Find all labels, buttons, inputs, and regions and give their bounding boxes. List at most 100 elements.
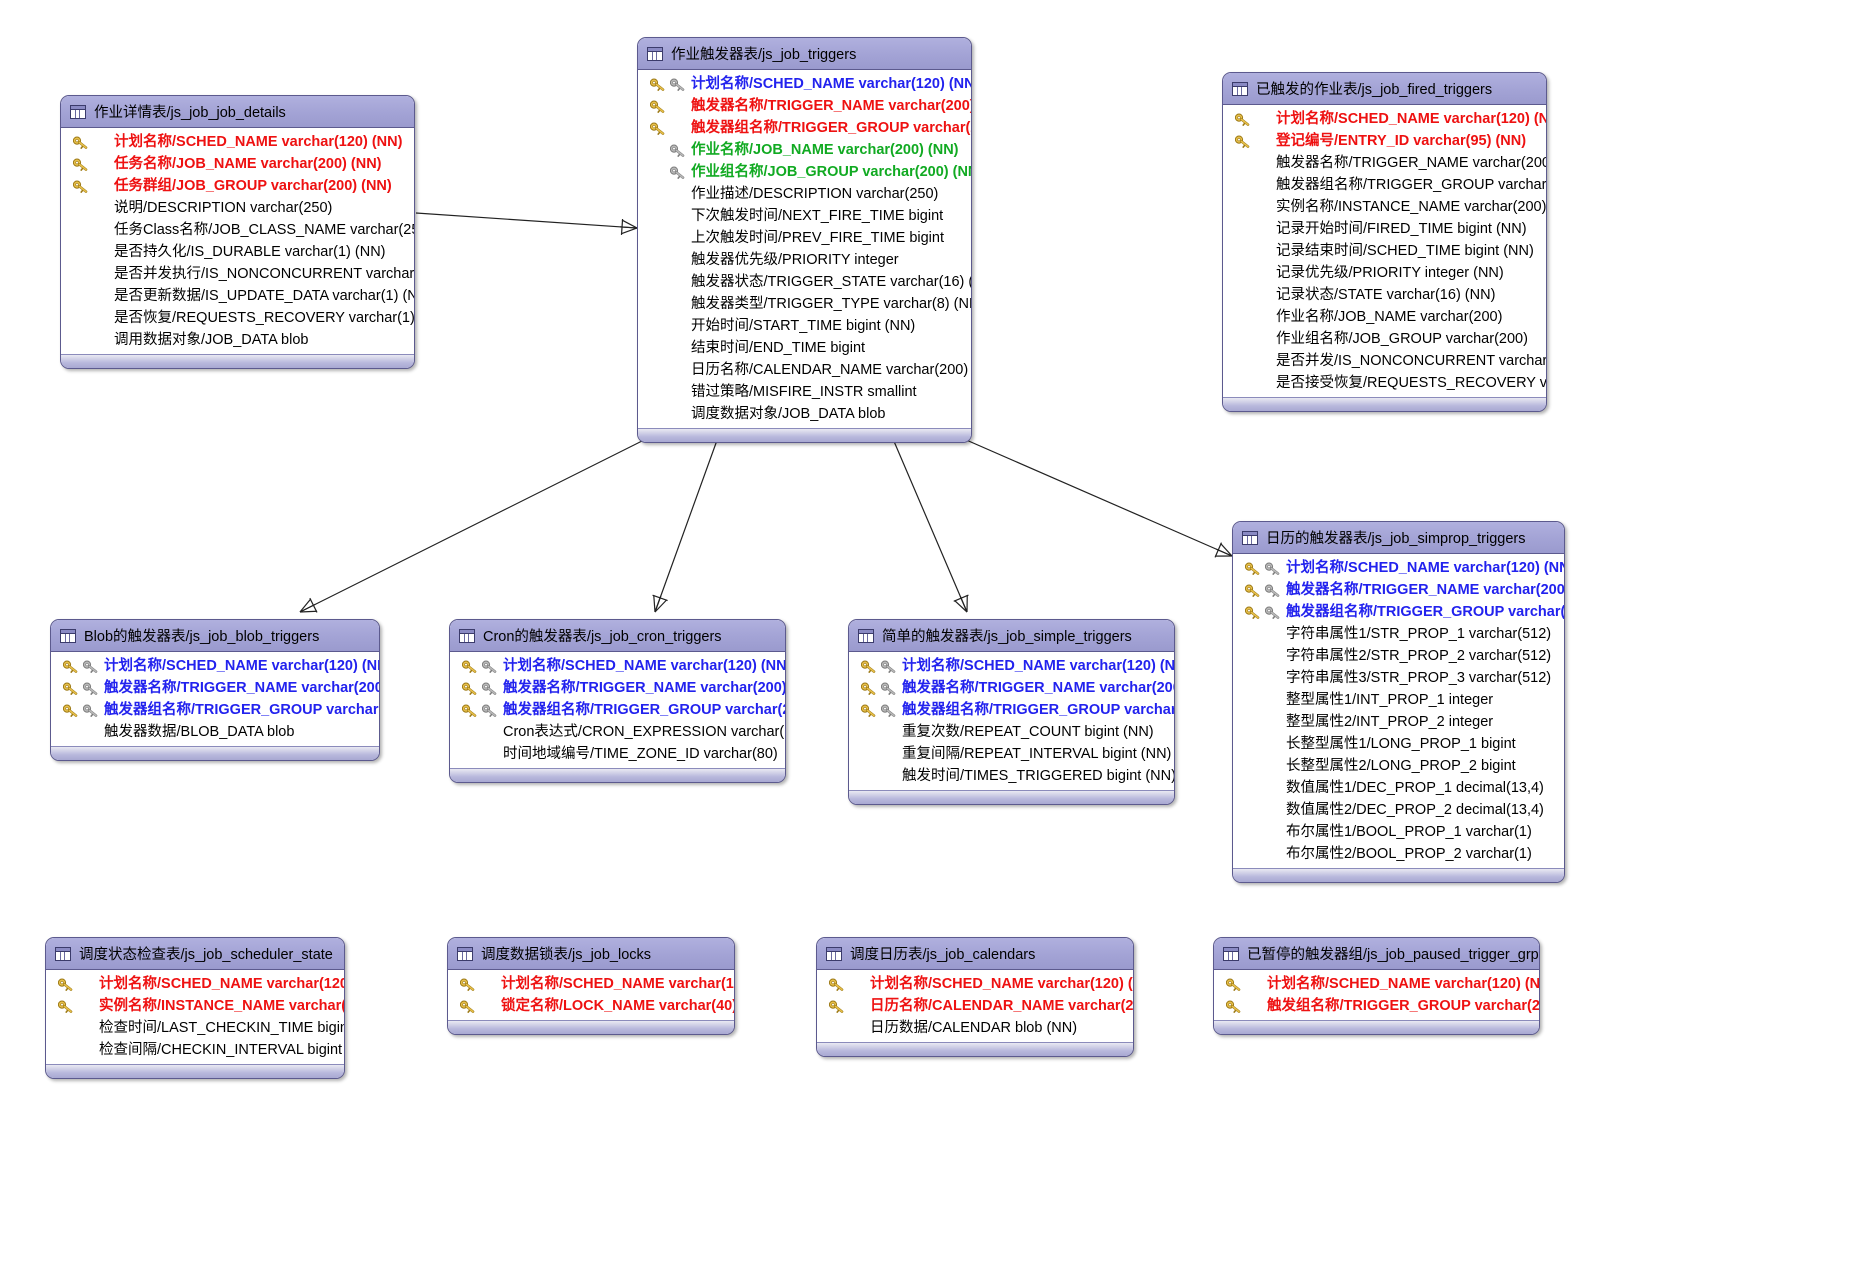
attribute-row[interactable]: 调用数据对象/JOB_DATA blob [61,329,414,351]
entity-calendars[interactable]: 调度日历表/js_job_calendars 计划名称/SCHED_NAME va… [816,937,1134,1057]
entity-header-locks[interactable]: 调度数据锁表/js_job_locks [448,938,734,970]
attribute-row[interactable]: 整型属性1/INT_PROP_1 integer [1233,689,1564,711]
attribute-row[interactable]: 是否持久化/IS_DURABLE varchar(1) (NN) [61,241,414,263]
entity-job_triggers[interactable]: 作业触发器表/js_job_triggers 计划名称/SCHED_NAME va… [637,37,972,443]
attribute-row[interactable]: 日历名称/CALENDAR_NAME varchar(200) (NN) [817,995,1133,1017]
attribute-row[interactable]: 触发器名称/TRIGGER_NAME varchar(200) (NN) [51,677,379,699]
attribute-row[interactable]: 是否更新数据/IS_UPDATE_DATA varchar(1) (NN) [61,285,414,307]
attribute-row[interactable]: 长整型属性2/LONG_PROP_2 bigint [1233,755,1564,777]
entity-header-blob_triggers[interactable]: Blob的触发器表/js_job_blob_triggers [51,620,379,652]
attribute-row[interactable]: 计划名称/SCHED_NAME varchar(120) (NN) [849,655,1174,677]
attribute-row[interactable]: 记录状态/STATE varchar(16) (NN) [1223,284,1546,306]
attribute-row[interactable]: 触发器名称/TRIGGER_NAME varchar(200) (NN) [1233,579,1564,601]
attribute-row[interactable]: 任务名称/JOB_NAME varchar(200) (NN) [61,153,414,175]
attribute-row[interactable]: 计划名称/SCHED_NAME varchar(120) (NN) [1214,973,1539,995]
attribute-row[interactable]: 登记编号/ENTRY_ID varchar(95) (NN) [1223,130,1546,152]
entity-header-paused_trigger_grps[interactable]: 已暂停的触发器组/js_job_paused_trigger_grps [1214,938,1539,970]
entity-blob_triggers[interactable]: Blob的触发器表/js_job_blob_triggers 计划名称/SCHED… [50,619,380,761]
attribute-row[interactable]: 字符串属性3/STR_PROP_3 varchar(512) [1233,667,1564,689]
attribute-row[interactable]: 结束时间/END_TIME bigint [638,337,971,359]
attribute-row[interactable]: 作业名称/JOB_NAME varchar(200) (NN) [638,139,971,161]
entity-paused_trigger_grps[interactable]: 已暂停的触发器组/js_job_paused_trigger_grps 计划名称/… [1213,937,1540,1035]
attribute-row[interactable]: 字符串属性1/STR_PROP_1 varchar(512) [1233,623,1564,645]
attribute-row[interactable]: 记录结束时间/SCHED_TIME bigint (NN) [1223,240,1546,262]
entity-header-scheduler_state[interactable]: 调度状态检查表/js_job_scheduler_state [46,938,344,970]
attribute-row[interactable]: 作业名称/JOB_NAME varchar(200) [1223,306,1546,328]
attribute-row[interactable]: 触发器名称/TRIGGER_NAME varchar(200) (NN) [638,95,971,117]
attribute-row[interactable]: 字符串属性2/STR_PROP_2 varchar(512) [1233,645,1564,667]
attribute-row[interactable]: 作业描述/DESCRIPTION varchar(250) [638,183,971,205]
attribute-row[interactable]: 计划名称/SCHED_NAME varchar(120) (NN) [46,973,344,995]
attribute-row[interactable]: 是否接受恢复/REQUESTS_RECOVERY varchar(1) [1223,372,1546,394]
entity-header-job_details[interactable]: 作业详情表/js_job_job_details [61,96,414,128]
attribute-row[interactable]: 触发器组名称/TRIGGER_GROUP varchar(200) (NN) [450,699,785,721]
attribute-row[interactable]: 计划名称/SCHED_NAME varchar(120) (NN) [51,655,379,677]
attribute-row[interactable]: 计划名称/SCHED_NAME varchar(120) (NN) [1233,557,1564,579]
entity-header-fired_triggers[interactable]: 已触发的作业表/js_job_fired_triggers [1223,73,1546,105]
attribute-row[interactable]: 触发器数据/BLOB_DATA blob [51,721,379,743]
attribute-row[interactable]: 说明/DESCRIPTION varchar(250) [61,197,414,219]
attribute-row[interactable]: 计划名称/SCHED_NAME varchar(120) (NN) [61,131,414,153]
attribute-row[interactable]: 计划名称/SCHED_NAME varchar(120) (NN) [1223,108,1546,130]
attribute-row[interactable]: 数值属性2/DEC_PROP_2 decimal(13,4) [1233,799,1564,821]
attribute-row[interactable]: 日历数据/CALENDAR blob (NN) [817,1017,1133,1039]
attribute-row[interactable]: 数值属性1/DEC_PROP_1 decimal(13,4) [1233,777,1564,799]
attribute-row[interactable]: 记录开始时间/FIRED_TIME bigint (NN) [1223,218,1546,240]
attribute-row[interactable]: 整型属性2/INT_PROP_2 integer [1233,711,1564,733]
attribute-row[interactable]: 触发器状态/TRIGGER_STATE varchar(16) (NN) [638,271,971,293]
attribute-row[interactable]: 触发时间/TIMES_TRIGGERED bigint (NN) [849,765,1174,787]
attribute-row[interactable]: 实例名称/INSTANCE_NAME varchar(200) (NN) [46,995,344,1017]
attribute-row[interactable]: 下次触发时间/NEXT_FIRE_TIME bigint [638,205,971,227]
attribute-row[interactable]: 重复间隔/REPEAT_INTERVAL bigint (NN) [849,743,1174,765]
attribute-row[interactable]: 检查间隔/CHECKIN_INTERVAL bigint (NN) [46,1039,344,1061]
attribute-row[interactable]: 任务群组/JOB_GROUP varchar(200) (NN) [61,175,414,197]
attribute-row[interactable]: 触发器名称/TRIGGER_NAME varchar(200) (NN) [849,677,1174,699]
attribute-row[interactable]: 上次触发时间/PREV_FIRE_TIME bigint [638,227,971,249]
attribute-row[interactable]: 布尔属性2/BOOL_PROP_2 varchar(1) [1233,843,1564,865]
attribute-row[interactable]: 计划名称/SCHED_NAME varchar(120) (NN) [448,973,734,995]
entity-header-simprop_triggers[interactable]: 日历的触发器表/js_job_simprop_triggers [1233,522,1564,554]
attribute-row[interactable]: 触发器组名称/TRIGGER_GROUP varchar(200) (NN) [638,117,971,139]
entity-header-job_triggers[interactable]: 作业触发器表/js_job_triggers [638,38,971,70]
attribute-row[interactable]: 触发组名称/TRIGGER_GROUP varchar(200) (NN) [1214,995,1539,1017]
attribute-row[interactable]: 布尔属性1/BOOL_PROP_1 varchar(1) [1233,821,1564,843]
attribute-row[interactable]: 检查时间/LAST_CHECKIN_TIME bigint (NN) [46,1017,344,1039]
attribute-row[interactable]: 记录优先级/PRIORITY integer (NN) [1223,262,1546,284]
attribute-row[interactable]: 触发器名称/TRIGGER_NAME varchar(200) (NN) [450,677,785,699]
entity-job_details[interactable]: 作业详情表/js_job_job_details 计划名称/SCHED_NAME … [60,95,415,369]
attribute-row[interactable]: Cron表达式/CRON_EXPRESSION varchar(120) (NN… [450,721,785,743]
attribute-row[interactable]: 触发器名称/TRIGGER_NAME varchar(200) (NN) [1223,152,1546,174]
entity-header-cron_triggers[interactable]: Cron的触发器表/js_job_cron_triggers [450,620,785,652]
attribute-row[interactable]: 错过策略/MISFIRE_INSTR smallint [638,381,971,403]
attribute-row[interactable]: 实例名称/INSTANCE_NAME varchar(200) (NN) [1223,196,1546,218]
attribute-row[interactable]: 锁定名称/LOCK_NAME varchar(40) (NN) [448,995,734,1017]
attribute-row[interactable]: 触发器优先级/PRIORITY integer [638,249,971,271]
attribute-row[interactable]: 开始时间/START_TIME bigint (NN) [638,315,971,337]
attribute-row[interactable]: 日历名称/CALENDAR_NAME varchar(200) [638,359,971,381]
entity-header-simple_triggers[interactable]: 简单的触发器表/js_job_simple_triggers [849,620,1174,652]
entity-locks[interactable]: 调度数据锁表/js_job_locks 计划名称/SCHED_NAME varch… [447,937,735,1035]
attribute-row[interactable]: 触发器组名称/TRIGGER_GROUP varchar(200) (NN) [1233,601,1564,623]
attribute-row[interactable]: 计划名称/SCHED_NAME varchar(120) (NN) [817,973,1133,995]
entity-scheduler_state[interactable]: 调度状态检查表/js_job_scheduler_state 计划名称/SCHED… [45,937,345,1079]
attribute-row[interactable]: 作业组名称/JOB_GROUP varchar(200) (NN) [638,161,971,183]
attribute-row[interactable]: 触发器组名称/TRIGGER_GROUP varchar(200) (NN) [51,699,379,721]
attribute-row[interactable]: 触发器组名称/TRIGGER_GROUP varchar(200) (NN) [1223,174,1546,196]
attribute-row[interactable]: 时间地域编号/TIME_ZONE_ID varchar(80) [450,743,785,765]
attribute-row[interactable]: 长整型属性1/LONG_PROP_1 bigint [1233,733,1564,755]
entity-simple_triggers[interactable]: 简单的触发器表/js_job_simple_triggers 计划名称/SCHED… [848,619,1175,805]
entity-simprop_triggers[interactable]: 日历的触发器表/js_job_simprop_triggers 计划名称/SCHE… [1232,521,1565,883]
attribute-row[interactable]: 重复次数/REPEAT_COUNT bigint (NN) [849,721,1174,743]
attribute-row[interactable]: 计划名称/SCHED_NAME varchar(120) (NN) [450,655,785,677]
attribute-row[interactable]: 触发器组名称/TRIGGER_GROUP varchar(200) (NN) [849,699,1174,721]
entity-header-calendars[interactable]: 调度日历表/js_job_calendars [817,938,1133,970]
attribute-row[interactable]: 调度数据对象/JOB_DATA blob [638,403,971,425]
entity-fired_triggers[interactable]: 已触发的作业表/js_job_fired_triggers 计划名称/SCHED_… [1222,72,1547,412]
attribute-row[interactable]: 计划名称/SCHED_NAME varchar(120) (NN) [638,73,971,95]
attribute-row[interactable]: 触发器类型/TRIGGER_TYPE varchar(8) (NN) [638,293,971,315]
attribute-row[interactable]: 是否并发/IS_NONCONCURRENT varchar(1) [1223,350,1546,372]
attribute-row[interactable]: 任务Class名称/JOB_CLASS_NAME varchar(250) (N… [61,219,414,241]
attribute-row[interactable]: 是否并发执行/IS_NONCONCURRENT varchar(1) (NN) [61,263,414,285]
attribute-row[interactable]: 作业组名称/JOB_GROUP varchar(200) [1223,328,1546,350]
attribute-row[interactable]: 是否恢复/REQUESTS_RECOVERY varchar(1) (NN) [61,307,414,329]
